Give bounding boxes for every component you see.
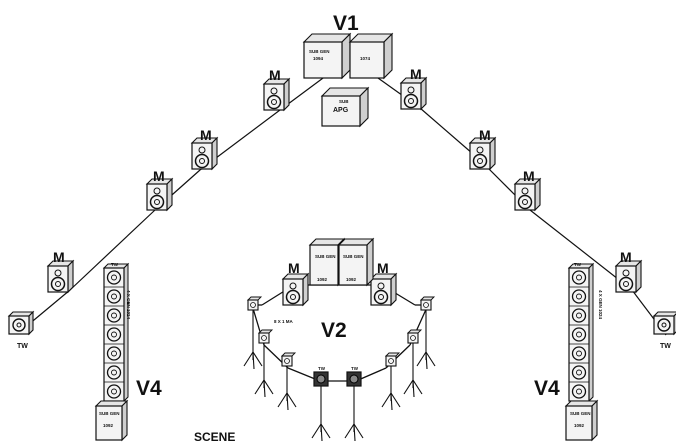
v4-right-sub [566, 401, 597, 440]
stand-speaker [382, 353, 400, 410]
label-tw: TW [17, 343, 28, 350]
label-m: M [410, 66, 422, 82]
v1-sub-gen-box [304, 34, 350, 78]
tweeter-speaker [654, 312, 676, 334]
label-v2: V2 [321, 319, 347, 342]
v4-left-model: 1092 [103, 423, 114, 428]
apg-label: APG [333, 107, 349, 114]
monitor-speaker [616, 261, 641, 292]
apg-top-label: SUB [339, 99, 349, 104]
v2-subgen-right: SUB GEN [343, 254, 364, 259]
v1-1074-box [350, 34, 392, 78]
v4-left-tw: TW [111, 262, 119, 267]
stand-tweeter [312, 372, 330, 441]
label-tw: TW [318, 366, 326, 371]
monitor-speaker [264, 79, 289, 110]
label-v1: V1 [333, 12, 359, 35]
stand-speaker [255, 330, 273, 397]
label-m: M [479, 127, 491, 143]
monitor-speaker [371, 274, 396, 305]
v1-right-box-label: 1074 [360, 56, 371, 61]
v1-subgen-label: SUB GEN [309, 49, 330, 54]
v4-right-side-text: 4 X GEN 1024 [598, 290, 603, 320]
label-m: M [269, 67, 281, 83]
label-m: M [200, 127, 212, 143]
label-m: M [53, 249, 65, 265]
monitor-speaker [48, 261, 73, 292]
v4-left-side-text: 4 X GEN 1024 [126, 290, 131, 320]
stand-speaker [417, 297, 435, 369]
v4-right-subgen: SUB GEN [570, 411, 591, 416]
speaker-column [104, 264, 128, 401]
tweeter-speaker [9, 312, 33, 334]
label-8x1ma: 8 X 1 MA [274, 319, 294, 324]
label-tw: TW [351, 366, 359, 371]
v4-left-subgen: SUB GEN [99, 411, 120, 416]
v2-model-left: 1092 [317, 277, 328, 282]
stand-tweeter [345, 372, 363, 441]
monitor-speaker [401, 78, 426, 109]
v2-subgen-left: SUB GEN [315, 254, 336, 259]
stand-speaker [404, 330, 422, 397]
label-v4-left: V4 [136, 377, 162, 400]
v4-right-tw: TW [574, 262, 582, 267]
monitor-speaker [283, 274, 308, 305]
v1-subgen-model: 1094 [313, 56, 324, 61]
v2-model-right: 1092 [346, 277, 357, 282]
label-scene: SCENE [194, 430, 235, 444]
label-m: M [288, 260, 300, 276]
label-m: M [153, 168, 165, 184]
label-m: M [620, 249, 632, 265]
label-v4-right: V4 [534, 377, 560, 400]
v4-right-model: 1092 [574, 423, 585, 428]
v4-left-sub [96, 401, 127, 440]
label-tw: TW [660, 343, 671, 350]
label-m: M [523, 168, 535, 184]
label-m: M [377, 260, 389, 276]
speaker-column [569, 264, 593, 401]
